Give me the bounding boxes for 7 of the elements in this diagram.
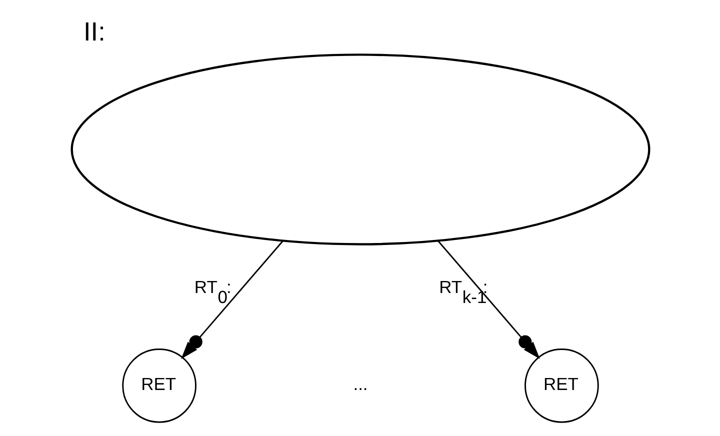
arrow	[180, 240, 283, 359]
arrow	[437, 240, 540, 359]
node-circle: RET	[122, 348, 196, 423]
label: ...	[352, 374, 368, 394]
diagram-title: II:	[82, 16, 105, 47]
node-circle: RET	[524, 348, 598, 423]
node-cloud	[70, 54, 650, 246]
